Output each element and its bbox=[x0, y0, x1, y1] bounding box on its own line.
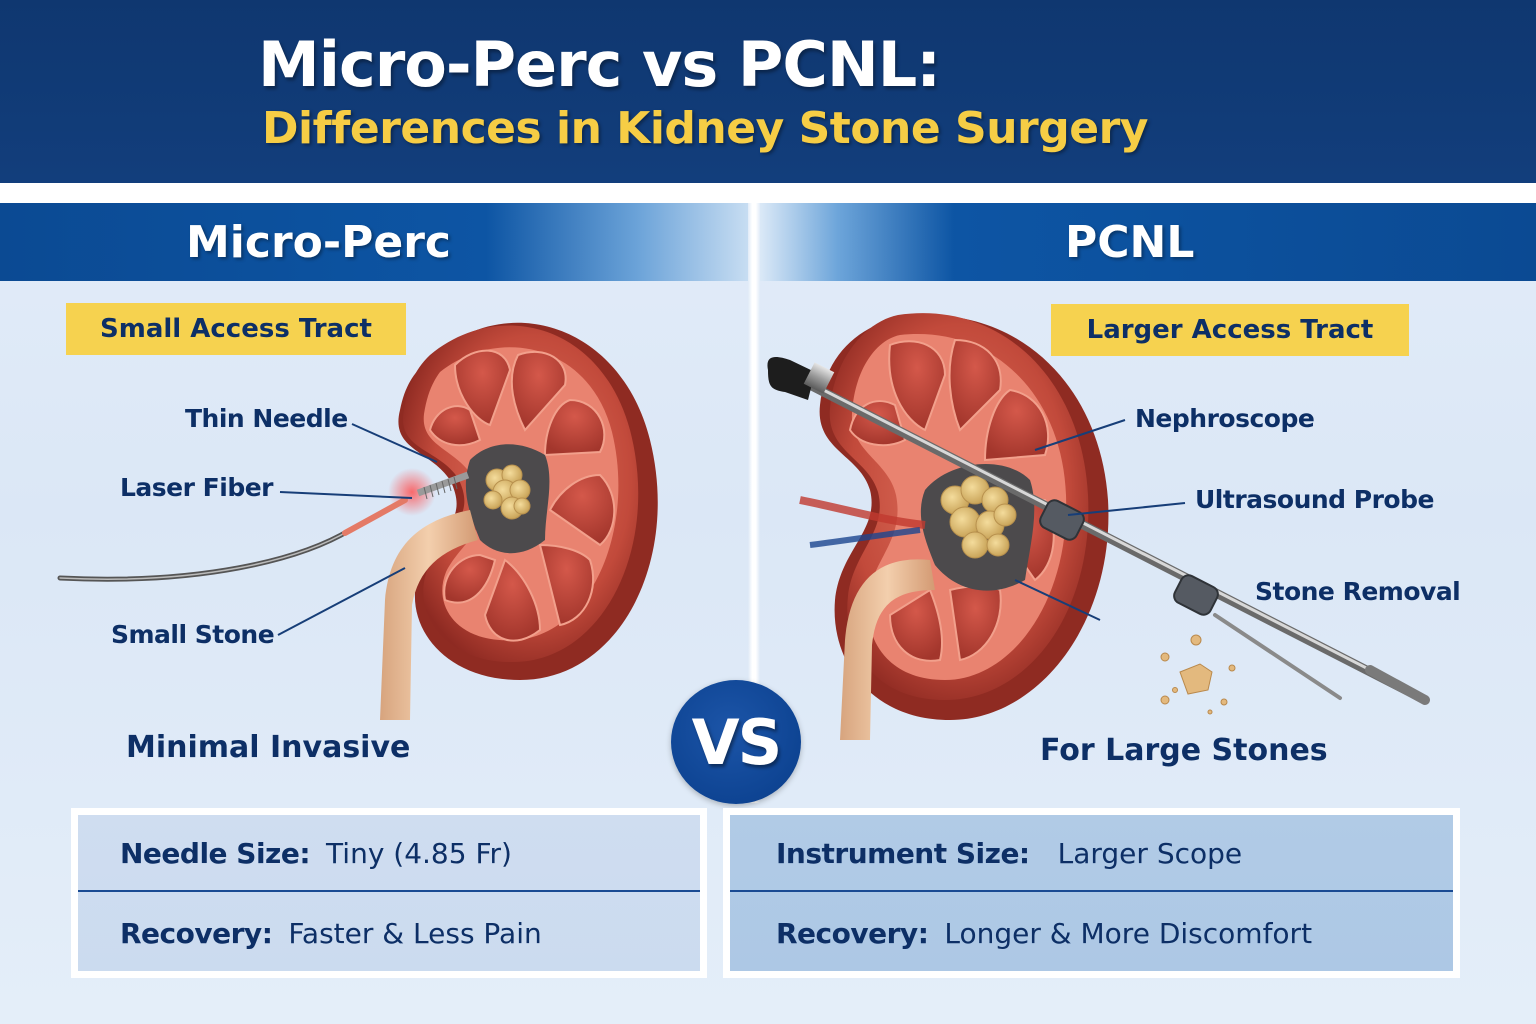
info-key: Instrument Size: bbox=[776, 836, 1030, 870]
section-title-pcnl: PCNL bbox=[1065, 217, 1195, 268]
info-value: Faster & Less Pain bbox=[288, 916, 542, 950]
label-small-stone: Small Stone bbox=[111, 620, 275, 649]
info-row-recovery: Recovery: Faster & Less Pain bbox=[78, 895, 700, 971]
label-stone-removal: Stone Removal bbox=[1255, 577, 1461, 606]
caption-minimal-invasive: Minimal Invasive bbox=[126, 730, 411, 765]
info-value: Larger Scope bbox=[1057, 836, 1243, 870]
info-key: Needle Size: bbox=[120, 836, 311, 870]
pcnl-kidney-illustration bbox=[767, 313, 1430, 740]
info-key: Recovery: bbox=[120, 916, 273, 950]
vs-badge: VS bbox=[671, 680, 801, 804]
header-separator bbox=[0, 183, 1536, 203]
info-divider bbox=[730, 890, 1453, 892]
section-title-micro-perc: Micro-Perc bbox=[186, 217, 452, 268]
vs-text: VS bbox=[691, 705, 783, 779]
center-divider bbox=[748, 203, 760, 803]
label-laser-fiber: Laser Fiber bbox=[120, 473, 274, 502]
section-bar-micro-perc: Micro-Perc bbox=[0, 203, 748, 281]
info-value: Tiny (4.85 Fr) bbox=[326, 836, 512, 870]
info-box-micro-perc: Needle Size: Tiny (4.85 Fr) Recovery: Fa… bbox=[71, 808, 707, 978]
label-thin-needle: Thin Needle bbox=[185, 404, 348, 433]
section-bar-pcnl: PCNL bbox=[760, 203, 1536, 281]
tag-larger-access-tract: Larger Access Tract bbox=[1051, 304, 1409, 356]
info-row-recovery: Recovery: Longer & More Discomfort bbox=[730, 895, 1453, 971]
info-key: Recovery: bbox=[776, 916, 929, 950]
info-row-instrument-size: Instrument Size: Larger Scope bbox=[730, 815, 1453, 891]
label-nephroscope: Nephroscope bbox=[1135, 404, 1315, 433]
tag-small-access-tract: Small Access Tract bbox=[66, 303, 406, 355]
info-value: Longer & More Discomfort bbox=[944, 916, 1313, 950]
info-divider bbox=[78, 890, 700, 892]
page-title: Micro-Perc vs PCNL: bbox=[258, 28, 941, 101]
info-box-pcnl: Instrument Size: Larger Scope Recovery: … bbox=[723, 808, 1460, 978]
info-row-needle-size: Needle Size: Tiny (4.85 Fr) bbox=[78, 815, 700, 891]
micro-perc-kidney-illustration bbox=[57, 322, 658, 720]
label-ultrasound-probe: Ultrasound Probe bbox=[1195, 485, 1434, 514]
caption-for-large-stones: For Large Stones bbox=[1040, 733, 1328, 768]
header-banner: Micro-Perc vs PCNL: Differences in Kidne… bbox=[0, 0, 1536, 183]
page-subtitle: Differences in Kidney Stone Surgery bbox=[262, 103, 1148, 154]
